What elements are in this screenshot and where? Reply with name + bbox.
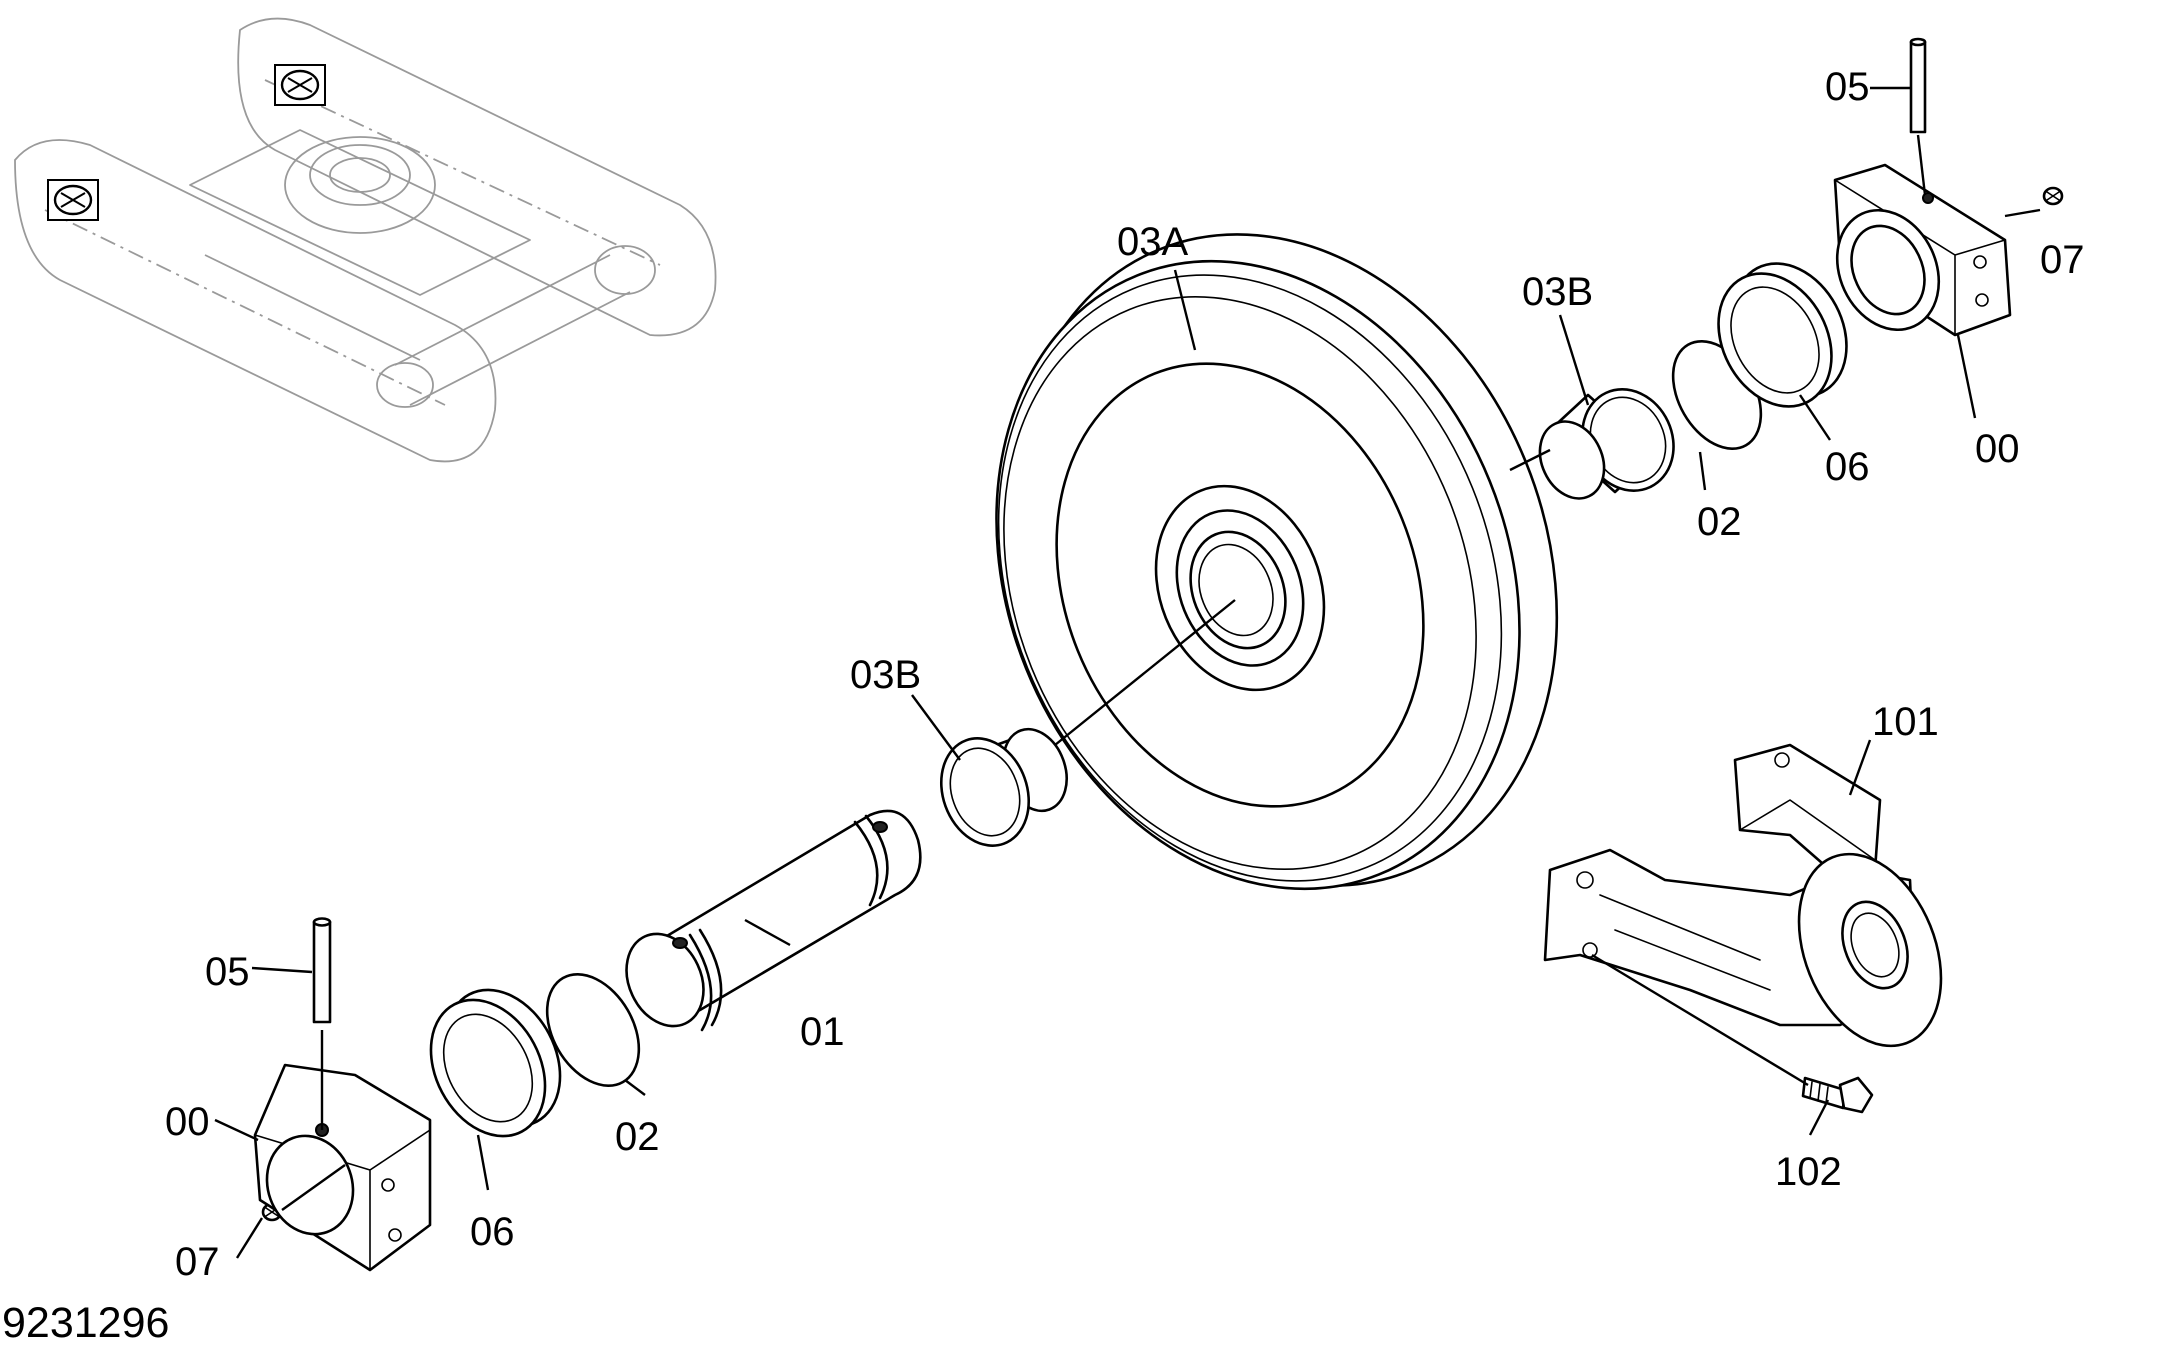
track-frame-overview [14, 17, 717, 463]
callout-03b-middle: 03B [850, 653, 921, 697]
callout-05-top: 05 [1825, 65, 1870, 109]
callout-06-top: 06 [1825, 445, 1870, 489]
callout-07-bottom: 07 [175, 1240, 220, 1284]
floating-seal-lower [429, 988, 562, 1138]
callout-02-bottom: 02 [615, 1115, 660, 1159]
bolt [1801, 1076, 1874, 1114]
bushing-03b-middle [939, 727, 1068, 847]
spring-pin-upper [1909, 37, 1927, 134]
shaft [625, 809, 922, 1032]
bracket-upper [1833, 163, 2012, 337]
callout-101: 101 [1872, 700, 1939, 744]
spring-pin-lower [312, 917, 332, 1024]
callout-06-bottom: 06 [470, 1210, 515, 1254]
callout-05-bottom: 05 [205, 950, 250, 994]
callout-00-top: 00 [1975, 427, 2020, 471]
floating-seal-upper [1717, 262, 1848, 408]
callout-07-top: 07 [2040, 238, 2085, 282]
callout-03a: 03A [1117, 220, 1188, 264]
callout-labels: 05 07 00 06 02 03B 03A 03B 01 02 06 05 0… [2, 65, 2085, 1345]
leader-lines [214, 86, 2041, 1259]
o-ring-lower [545, 973, 641, 1087]
idler-wheel [995, 233, 1559, 891]
callout-02-top: 02 [1697, 500, 1742, 544]
callout-01: 01 [800, 1010, 845, 1054]
drawing-id: 9231296 [2, 1299, 169, 1345]
callout-102: 102 [1775, 1150, 1842, 1194]
bushing-03b-upper [1538, 388, 1675, 500]
yoke-assembly [1543, 743, 1943, 1048]
callout-00-bottom: 00 [165, 1100, 210, 1144]
callout-03b-top: 03B [1522, 270, 1593, 314]
plug-upper [2042, 186, 2064, 206]
